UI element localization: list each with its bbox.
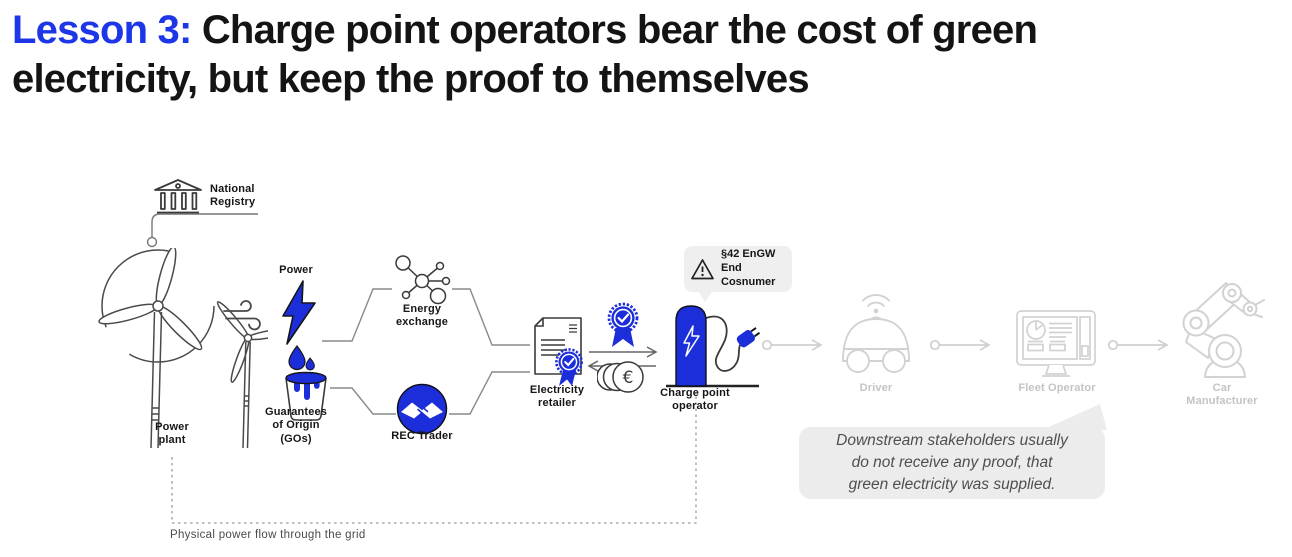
label-energy-exchange: Energy exchange <box>396 303 448 329</box>
callout-text: Downstream stakeholders usually do not r… <box>836 432 1068 493</box>
title-lesson-prefix: Lesson 3: <box>12 8 192 52</box>
label-charge-point-operator: Charge point operator <box>660 387 730 413</box>
flow-branches <box>322 288 530 415</box>
label-car-manufacturer: Car Manufacturer <box>1186 382 1258 408</box>
label-national-registry: National Registry <box>210 183 256 209</box>
wind-turbines-icon <box>98 248 268 449</box>
label-fleet-operator: Fleet Operator <box>1018 382 1096 394</box>
label-rec-trader: REC Trader <box>391 430 453 442</box>
title-line1: Charge point operators bear the cost of … <box>191 8 1038 52</box>
lightning-bolt-icon <box>282 280 316 345</box>
label-electricity-retailer: Electricity retailer <box>529 384 585 410</box>
registry-connector <box>146 213 258 248</box>
euro-coins-icon: € <box>597 361 644 393</box>
autonomous-car-icon <box>842 294 910 373</box>
callout-bubble: Downstream stakeholders usually do not r… <box>799 427 1105 499</box>
dashboard-monitor-icon <box>1016 310 1096 377</box>
handshake-circle-icon <box>396 383 448 435</box>
bank-building-icon <box>154 179 202 214</box>
wind-gust-icon <box>223 300 261 331</box>
page-title: Lesson 3: Charge point operators bear th… <box>12 6 1284 104</box>
document-certificate-icon <box>534 317 583 386</box>
callout-bubble-tail <box>1042 404 1107 430</box>
warning-triangle-icon <box>691 258 714 279</box>
label-power-plant: Power plant <box>155 421 189 447</box>
warning-bubble: §42 EnGW End Cosnumer <box>684 246 792 292</box>
paint-bucket-drops-icon <box>285 345 327 421</box>
warning-line1: §42 EnGW <box>721 248 776 261</box>
warning-line2: End Cosnumer <box>721 262 776 288</box>
award-ribbon-icon <box>607 302 639 347</box>
downstream-arrows <box>761 339 1169 351</box>
svg-text:€: € <box>623 368 634 388</box>
label-power: Power <box>279 264 313 276</box>
ev-charging-station-icon <box>666 305 761 388</box>
molecule-network-icon <box>395 255 451 305</box>
warning-bubble-tail <box>697 289 714 302</box>
robot-arm-icon <box>1182 282 1265 378</box>
label-gos: Guarantees of Origin (GOs) <box>264 406 328 445</box>
physical-power-flow-caption: Physical power flow through the grid <box>170 529 366 541</box>
physical-power-flow-line <box>171 392 697 524</box>
title-line2: electricity, but keep the proof to thems… <box>12 56 810 101</box>
label-driver: Driver <box>859 382 893 394</box>
